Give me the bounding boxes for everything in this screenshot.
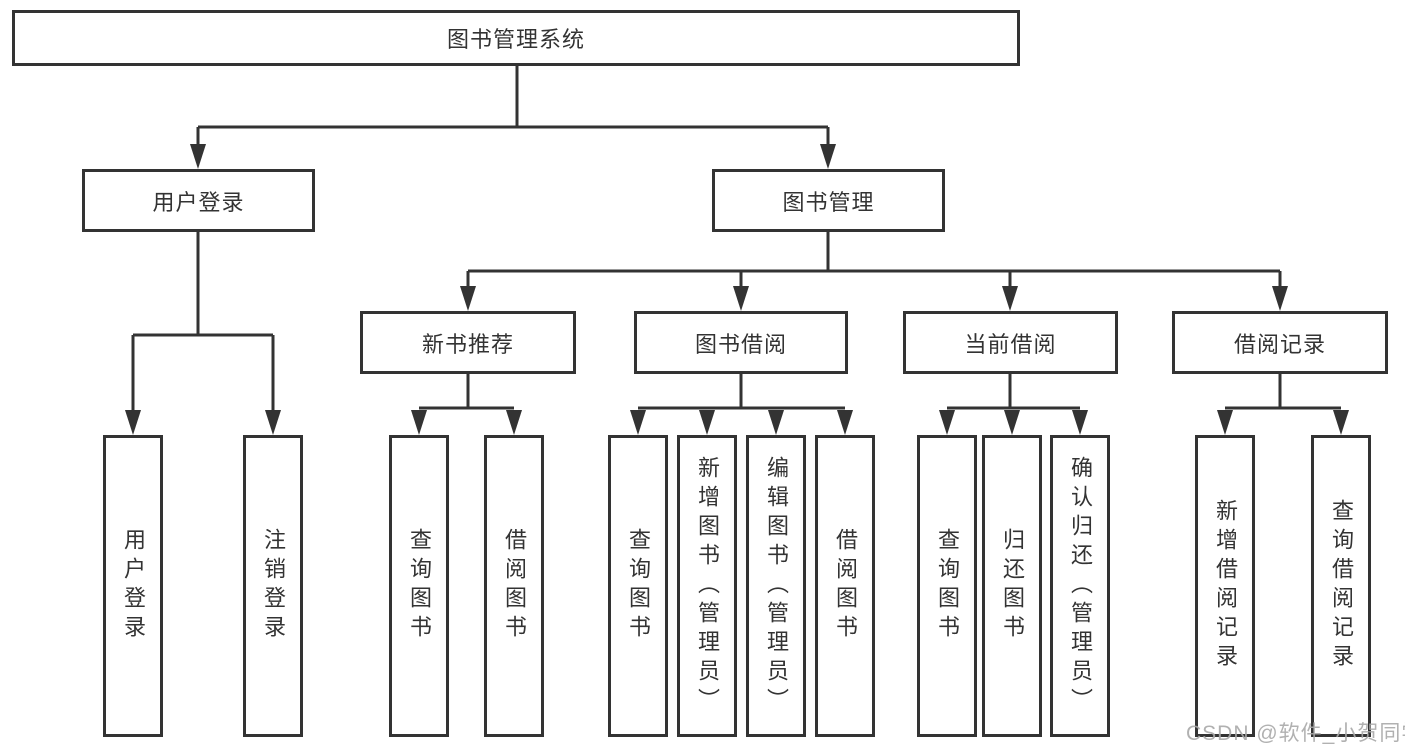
arrow-icon: [1217, 410, 1233, 435]
leaf-query-books-recommend: 查询图书: [389, 435, 449, 737]
leaf-label: 用户登录: [121, 528, 146, 644]
node-new-book-recommendation: 新书推荐: [360, 311, 576, 374]
leaf-label: 借阅图书: [502, 528, 527, 644]
arrow-icon: [125, 410, 141, 435]
leaf-label: 确认归还（管理员）: [1068, 455, 1093, 717]
arrow-icon: [460, 286, 476, 311]
arrow-icon: [1333, 410, 1349, 435]
arrow-icon: [699, 410, 715, 435]
leaf-label: 查询借阅记录: [1329, 499, 1354, 673]
leaf-label: 查询图书: [407, 528, 432, 644]
leaf-label: 注销登录: [261, 528, 286, 644]
arrow-icon: [837, 410, 853, 435]
leaf-return-books: 归还图书: [982, 435, 1042, 737]
node-user-login: 用户登录: [82, 169, 315, 232]
node-book-borrowing: 图书借阅: [634, 311, 848, 374]
arrow-icon: [265, 410, 281, 435]
leaf-add-books-admin: 新增图书（管理员）: [677, 435, 737, 737]
leaf-label: 查询图书: [935, 528, 960, 644]
leaf-label: 借阅图书: [833, 528, 858, 644]
leaf-user-login: 用户登录: [103, 435, 163, 737]
arrow-icon: [630, 410, 646, 435]
node-borrowing-records: 借阅记录: [1172, 311, 1388, 374]
leaf-label: 查询图书: [626, 528, 651, 644]
arrow-icon: [939, 410, 955, 435]
arrow-icon: [1004, 410, 1020, 435]
arrow-icon: [768, 410, 784, 435]
node-current-borrowing: 当前借阅: [903, 311, 1118, 374]
leaf-borrow-books-recommend: 借阅图书: [484, 435, 544, 737]
leaf-label: 编辑图书（管理员）: [764, 455, 789, 717]
arrow-icon: [190, 144, 206, 169]
leaf-logout: 注销登录: [243, 435, 303, 737]
node-library-management-system: 图书管理系统: [12, 10, 1020, 66]
node-book-management: 图书管理: [712, 169, 945, 232]
leaf-add-borrow-record: 新增借阅记录: [1195, 435, 1255, 737]
leaf-label: 新增借阅记录: [1213, 499, 1238, 673]
leaf-borrow-books-borrowing: 借阅图书: [815, 435, 875, 737]
leaf-query-borrow-record: 查询借阅记录: [1311, 435, 1371, 737]
csdn-watermark: CSDN @软件_小贺同学: [1186, 722, 1405, 745]
leaf-label: 归还图书: [1000, 528, 1025, 644]
arrow-icon: [733, 286, 749, 311]
arrow-icon: [506, 410, 522, 435]
arrow-icon: [411, 410, 427, 435]
leaf-label: 新增图书（管理员）: [695, 455, 720, 717]
leaf-confirm-return-admin: 确认归还（管理员）: [1050, 435, 1110, 737]
leaf-query-books-current: 查询图书: [917, 435, 977, 737]
arrow-icon: [1072, 410, 1088, 435]
arrow-icon: [1272, 286, 1288, 311]
arrow-icon: [820, 144, 836, 169]
leaf-edit-books-admin: 编辑图书（管理员）: [746, 435, 806, 737]
arrow-icon: [1002, 286, 1018, 311]
leaf-query-books-borrowing: 查询图书: [608, 435, 668, 737]
